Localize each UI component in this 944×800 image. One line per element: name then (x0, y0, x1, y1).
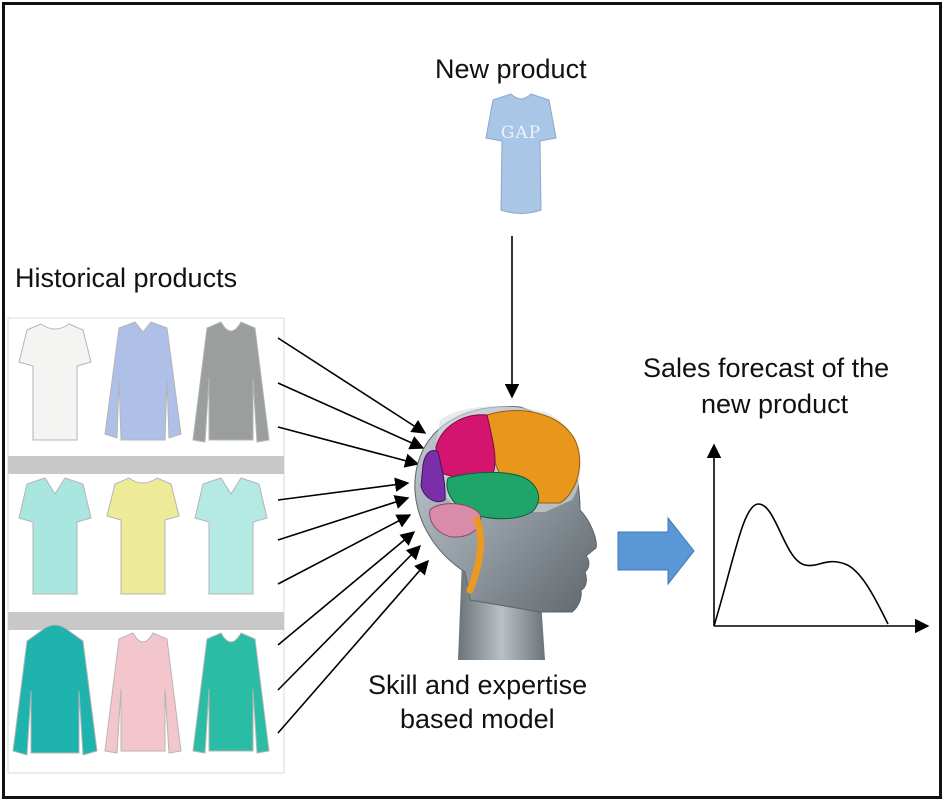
input-arrow (277, 559, 429, 734)
input-arrow (277, 337, 427, 434)
input-arrow (277, 544, 422, 691)
historical-products-label: Historical products (15, 263, 238, 293)
forecast-curve (713, 503, 889, 627)
brain-cerebellum (429, 503, 482, 538)
new-product-tshirt-image: GAP (485, 93, 557, 214)
output-arrow (617, 516, 695, 586)
longsleeve-top-image (192, 321, 270, 443)
input-arrow (277, 514, 412, 585)
grid-separator (8, 612, 284, 630)
shirt-image (104, 321, 182, 441)
grid-separator (8, 456, 284, 474)
input-arrow (277, 426, 420, 468)
forecast-label-line1: Sales forecast of the (643, 353, 890, 383)
forecast-label-line2: new product (701, 389, 849, 419)
polo-shirt-image (18, 477, 92, 595)
brain-stem (466, 516, 485, 594)
historical-products-grid (7, 317, 285, 774)
tshirt-image (106, 477, 180, 595)
brain-occipital-lobe (420, 450, 446, 503)
forecast-plot (706, 443, 930, 634)
input-arrow (277, 531, 416, 646)
new-product-label: New product (435, 54, 587, 84)
input-arrow (277, 495, 410, 541)
gap-logo: GAP (501, 123, 541, 143)
input-arrow (277, 382, 425, 450)
input-arrow (277, 477, 410, 501)
input-arrows (277, 236, 520, 734)
hoodie-image (12, 624, 98, 756)
model-label-line1: Skill and expertise (368, 670, 588, 700)
longsleeve-top-image (104, 632, 182, 754)
head-brain-illustration (414, 406, 597, 660)
longsleeve-top-image (192, 632, 270, 754)
model-label-line2: based model (400, 704, 555, 734)
polo-shirt-image (194, 477, 268, 595)
tshirt-image (18, 323, 92, 441)
